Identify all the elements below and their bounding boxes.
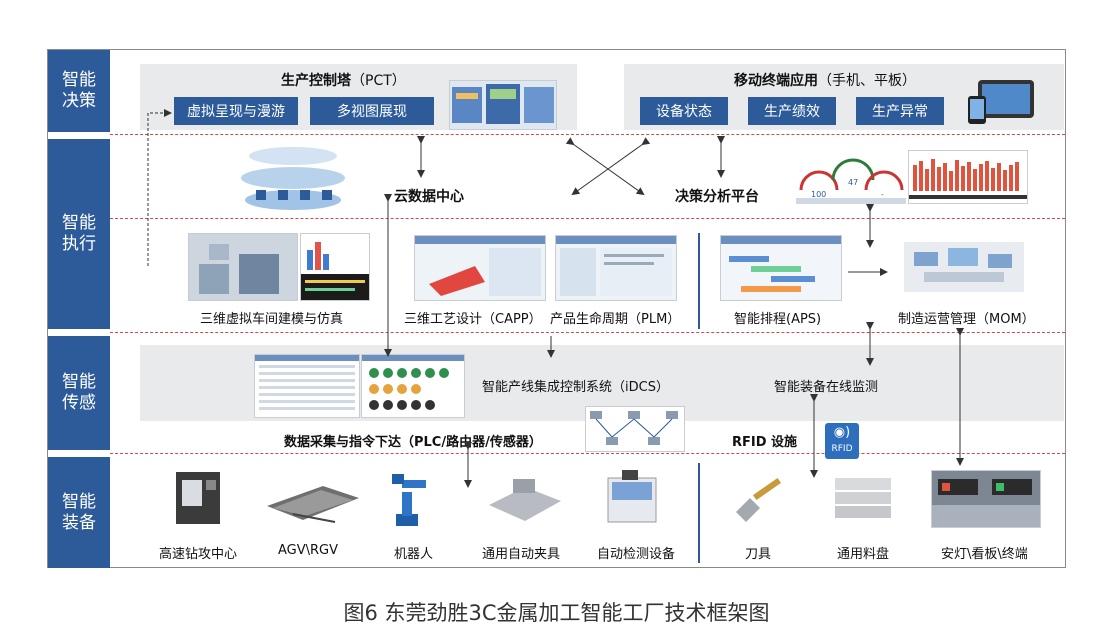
tray-image [831,472,895,524]
pct-screens-image [449,80,557,130]
figure-caption: 图6 东莞劲胜3C金属加工智能工厂技术框架图 [343,601,770,625]
mobile-title: 移动终端应用（手机、平板） [734,73,916,89]
cloud-datacenter-image [238,144,348,212]
production-performance-button[interactable]: 生产绩效 [748,97,836,125]
sim-dashboard-image [300,233,370,301]
virtual-roaming-button[interactable]: 虚拟呈现与漫游 [174,97,298,125]
arrow-sim-to-pct [147,109,172,266]
gauges-image: 100 47 - [796,150,906,205]
gauge-value-1: 100 [811,190,826,199]
mom-label: 制造运营管理（MOM） [898,312,1035,327]
andon-board-image [931,470,1041,528]
decision-platform-label: 决策分析平台 [675,189,759,205]
band-equipment: 智能装备 [48,457,110,568]
equipment-label-3: 机器人 [394,547,434,562]
band-decision: 智能决策 [48,50,110,132]
framework-diagram: 智能决策 智能执行 智能传感 智能装备 生产控制塔（PCT） 虚拟呈现与漫游 多… [47,49,1066,568]
separator-3 [110,332,1065,333]
capp-image [414,235,546,301]
separator-1 [110,134,1065,135]
fixture-image [485,475,565,525]
sim-label: 三维虚拟车间建模与仿真 [200,312,344,327]
plm-image [555,235,677,301]
band-sensing: 智能传感 [48,336,110,450]
rfid-label: RFID 设施 [732,435,798,450]
rfid-icon: ◉) RFID [825,423,859,459]
multiview-button[interactable]: 多视图展现 [310,97,434,125]
equipment-label-7: 通用料盘 [837,547,890,562]
mom-image [894,232,1034,300]
band-execution: 智能执行 [48,139,110,329]
capp-label: 三维工艺设计（CAPP） [404,312,542,327]
network-topology-image [585,406,685,452]
gauge-value-3: - [881,190,884,199]
connector-arrows [147,109,964,488]
monitor-label: 智能装备在线监测 [774,380,879,395]
plm-label: 产品生命周期（PLM） [550,312,681,327]
cloud-datacenter-label: 云数据中心 [394,189,464,205]
inspection-equipment-image [602,468,662,528]
separator-2 [110,218,1065,219]
equipment-label-2: AGV\RGV [278,543,339,558]
pct-title: 生产控制塔（PCT） [281,73,406,89]
tablet-phone-image [966,76,1036,126]
aps-label: 智能排程(APS) [734,312,822,327]
aps-image [720,235,842,301]
idcs-label: 智能产线集成控制系统（iDCS） [482,380,669,395]
equipment-label-8: 安灯\看板\终端 [941,547,1028,562]
equipment-label-1: 高速钻攻中心 [159,547,238,562]
equipment-label-4: 通用自动夹具 [482,547,561,562]
idcs-screen-image [361,354,465,418]
data-collect-table-image [254,354,360,418]
robot-image [386,468,430,528]
production-abnormal-button[interactable]: 生产异常 [856,97,944,125]
equipment-divider [698,463,700,563]
equipment-label-6: 刀具 [745,547,772,562]
workshop-sim-image [188,233,298,301]
agv-image [263,478,363,524]
arrow-cross-2 [571,137,651,196]
gauge-value-2: 47 [848,178,858,187]
equipment-label-5: 自动检测设备 [597,547,676,562]
cutting-tool-image [728,468,788,528]
drill-center-image [168,468,228,528]
device-status-button[interactable]: 设备状态 [640,97,728,125]
data-collect-label: 数据采集与指令下达（PLC/路由器/传感器） [284,435,542,450]
execution-divider [698,233,700,329]
separator-4 [110,453,1065,454]
bar-chart-image [908,150,1028,204]
